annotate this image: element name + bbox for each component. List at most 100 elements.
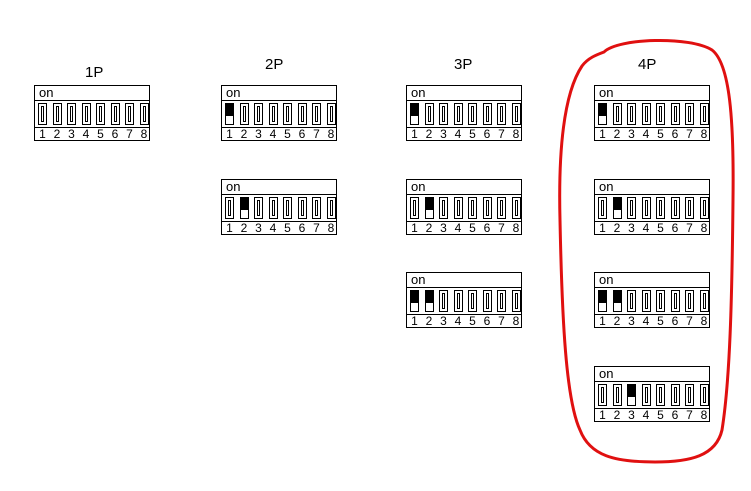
switch-number: 4 [454, 127, 462, 141]
switch-slot [702, 293, 706, 309]
switch-slot [500, 293, 503, 309]
switch-slot [456, 293, 460, 309]
on-label: on [411, 85, 426, 100]
switch-number: 5 [97, 127, 104, 141]
switch-number: 5 [657, 408, 664, 422]
switch-number: 3 [255, 221, 262, 235]
switch-4-off [81, 103, 91, 125]
divider [595, 100, 709, 101]
switch-slot [471, 200, 474, 216]
switch-number: 4 [454, 221, 462, 235]
switch-knob [599, 104, 606, 116]
switch-1-off [598, 384, 607, 406]
switch-slot [630, 293, 633, 309]
divider [35, 127, 149, 128]
on-label: on [599, 179, 614, 194]
switch-number: 7 [313, 221, 320, 235]
switch-number: 2 [613, 314, 621, 328]
switch-slot [257, 200, 260, 216]
switch-slot [442, 106, 445, 122]
switch-8-off [699, 103, 709, 125]
switch-number: 8 [512, 314, 520, 328]
switch-2-on [424, 290, 434, 312]
switch-slot [659, 200, 662, 216]
switch-number: 3 [628, 408, 635, 422]
switch-number: 5 [657, 314, 664, 328]
switch-1-on [598, 290, 607, 312]
switch-number: 5 [469, 221, 476, 235]
switch-slot [514, 106, 518, 122]
switch-slot [644, 293, 648, 309]
switch-5-off [656, 384, 665, 406]
switch-7-off [685, 103, 694, 125]
switch-number: 7 [686, 408, 693, 422]
switch-5-off [283, 103, 292, 125]
switch-number: 7 [313, 127, 320, 141]
switch-1-off [225, 197, 234, 219]
switch-6-off [670, 384, 680, 406]
switch-knob [226, 104, 233, 116]
switch-3-off [439, 197, 448, 219]
switch-number: 2 [425, 314, 433, 328]
switch-slot [271, 200, 275, 216]
switch-slot [329, 106, 333, 122]
switch-slot [500, 200, 503, 216]
switch-slot [673, 200, 677, 216]
switch-slot [228, 200, 231, 216]
switch-7-off [497, 103, 506, 125]
on-label: on [411, 272, 426, 287]
switch-number: 5 [657, 221, 664, 235]
switch-8-off [326, 103, 336, 125]
switch-2-off [239, 103, 249, 125]
divider [407, 287, 521, 288]
switch-slot [128, 106, 131, 122]
switch-slot [673, 106, 677, 122]
switch-slot [84, 106, 88, 122]
switch-number: 4 [269, 127, 277, 141]
switch-slot [286, 106, 289, 122]
switch-slot [41, 106, 44, 122]
switch-7-off [497, 290, 506, 312]
switch-1-off [410, 197, 419, 219]
switch-number: 7 [686, 127, 693, 141]
switch-2-off [424, 103, 434, 125]
divider [595, 127, 709, 128]
switch-8-off [699, 197, 709, 219]
switch-number: 8 [700, 221, 708, 235]
switch-slot [630, 106, 633, 122]
switch-slot [702, 387, 706, 403]
switch-number: 6 [111, 127, 119, 141]
switch-number: 8 [700, 127, 708, 141]
switch-number: 4 [642, 314, 650, 328]
switch-slot [485, 106, 489, 122]
switch-5-off [283, 197, 292, 219]
switch-3-on [627, 384, 636, 406]
switch-6-off [482, 103, 492, 125]
switch-number: 8 [512, 221, 520, 235]
switch-slot [514, 200, 518, 216]
switch-number: 6 [483, 314, 491, 328]
switch-slot [257, 106, 260, 122]
switch-1-on [410, 290, 419, 312]
switch-number: 6 [483, 221, 491, 235]
switch-number: 3 [628, 221, 635, 235]
on-label: on [599, 272, 614, 287]
switch-1-off [598, 197, 607, 219]
switch-number: 6 [483, 127, 491, 141]
column-title-1p: 1P [85, 64, 104, 81]
divider [407, 221, 521, 222]
switch-number: 3 [440, 314, 447, 328]
switch-8-off [326, 197, 336, 219]
switch-7-off [312, 197, 321, 219]
switch-slot [329, 200, 333, 216]
switch-slot [70, 106, 73, 122]
switch-knob [411, 104, 418, 116]
switch-knob [425, 291, 433, 303]
on-label: on [411, 179, 426, 194]
